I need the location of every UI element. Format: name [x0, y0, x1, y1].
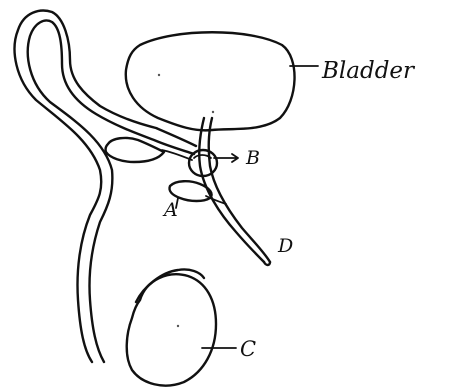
prostate-gland — [189, 150, 217, 176]
urethra-right — [209, 118, 270, 262]
testis-mark — [177, 325, 179, 327]
bladder-label: Bladder — [321, 58, 416, 84]
label-b: B — [245, 147, 260, 169]
bladder-mark — [212, 111, 214, 113]
testis-outline — [127, 274, 216, 385]
label-d: D — [277, 235, 293, 257]
bladder-mark — [158, 74, 160, 76]
label-c: C — [240, 337, 256, 361]
label-a: A — [162, 199, 178, 221]
bladder-outline — [126, 32, 295, 130]
urethra-tip — [264, 262, 270, 265]
